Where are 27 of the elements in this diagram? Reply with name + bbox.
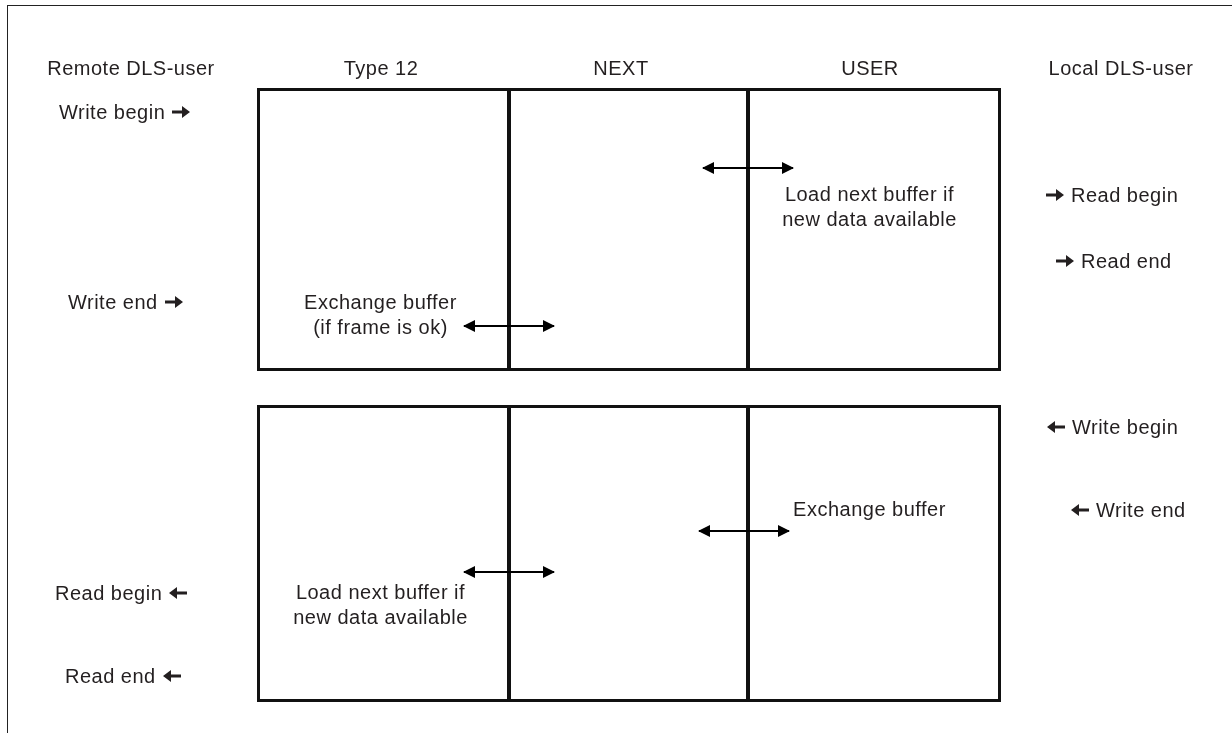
double-arrow	[463, 566, 555, 578]
cell-text: Exchange buffer (if frame is ok)	[303, 290, 458, 340]
column-heading: Type 12	[343, 56, 419, 80]
column-heading: Remote DLS-user	[47, 56, 215, 80]
column-heading: NEXT	[593, 56, 649, 80]
empty-buffer-cell	[507, 405, 750, 702]
event-label: Write begin	[59, 100, 166, 124]
event-label: Read end	[1081, 249, 1172, 273]
event-label: Read end	[65, 664, 156, 688]
buffer-cell	[746, 405, 1001, 702]
cell-text: Exchange buffer	[792, 497, 947, 522]
empty-buffer-cell	[507, 88, 750, 371]
event-label: Write end	[1096, 498, 1186, 522]
cell-text: Load next buffer if new data available	[292, 580, 469, 630]
buffer-cell	[257, 88, 511, 371]
buffer-cell	[746, 88, 1001, 371]
event-label: Read begin	[1071, 183, 1179, 207]
double-arrow	[698, 525, 790, 537]
event-label: Write begin	[1072, 415, 1179, 439]
double-arrow	[463, 320, 555, 332]
cell-text: Load next buffer if new data available	[781, 182, 958, 232]
column-heading: Local DLS-user	[1048, 56, 1194, 80]
event-label: Write end	[68, 290, 158, 314]
event-label: Read begin	[55, 581, 163, 605]
buffer-cell	[257, 405, 511, 702]
column-heading: USER	[841, 56, 899, 80]
double-arrow	[702, 162, 794, 174]
